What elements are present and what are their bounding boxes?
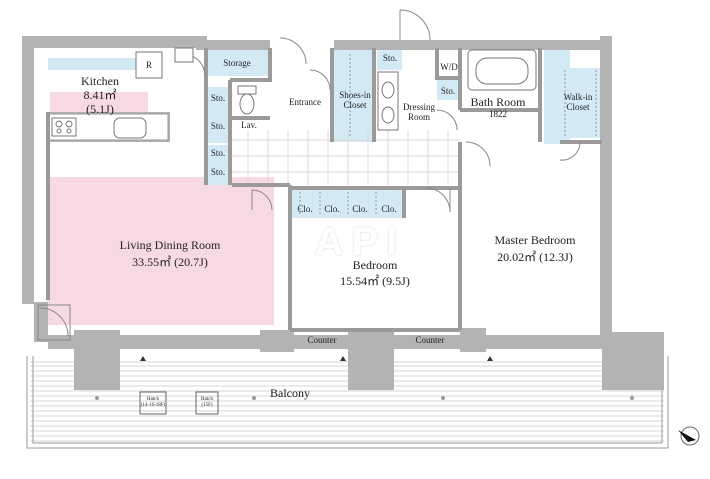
- closet-1: Clo.: [297, 204, 313, 214]
- balcony-label: Balcony: [270, 386, 310, 400]
- storage-4: Sto.: [210, 167, 226, 177]
- direction-markers: [140, 356, 493, 361]
- bedroom-name: Bedroom: [352, 258, 398, 272]
- toilet-icon: [237, 85, 257, 115]
- bedroom-area: 15.54㎡ (9.5J): [340, 274, 410, 288]
- balcony-rail: [26, 356, 669, 449]
- partitions: [46, 48, 602, 332]
- bath-name: Bath Room: [470, 95, 526, 109]
- kitchen-tatami: (5.1J): [86, 102, 114, 116]
- dressing-label: Dressing Room: [403, 102, 435, 122]
- closet-3: Clo.: [352, 204, 368, 214]
- hatch-b-floors: (15F): [201, 403, 213, 408]
- compass-icon: [678, 426, 700, 446]
- counter-2: Counter: [415, 335, 445, 345]
- entrance-tile-grid: [232, 130, 460, 185]
- bedroom-label: Bedroom 15.54㎡ (9.5J): [320, 258, 430, 288]
- bathtub-icon: [467, 49, 537, 91]
- fixture-box: [174, 47, 194, 63]
- hatch-a: [139, 391, 167, 415]
- counter-1: Counter: [307, 335, 337, 345]
- hatch-a-title: Hatch: [147, 397, 159, 402]
- closet-2: Clo.: [324, 204, 340, 214]
- storage-5: Sto.: [382, 53, 398, 63]
- kitchen-floor: [50, 92, 148, 112]
- hatch-a-floors: (14-16-18F): [140, 403, 166, 408]
- kitchen-name: Kitchen: [81, 74, 119, 88]
- shoes-closet-label: Shoes-in Closet: [339, 90, 371, 110]
- watermark: API: [314, 220, 406, 264]
- fridge-box: [135, 51, 163, 79]
- wash-basin-icon: [377, 71, 399, 131]
- kitchen-label: Kitchen 8.41㎡ (5.1J): [60, 74, 140, 116]
- master-area: 20.02㎡ (12.3J): [497, 250, 573, 264]
- storage-label: Storage: [223, 58, 251, 68]
- balcony-decking: [30, 361, 664, 442]
- bath-size: 1822: [489, 109, 507, 119]
- fridge-label: R: [145, 60, 152, 70]
- kitchen-area: 8.41㎡: [83, 88, 117, 102]
- hatch-b-title: Hatch: [201, 397, 213, 402]
- ldk-floor: [47, 177, 274, 325]
- master-label: Master Bedroom 20.02㎡ (12.3J): [475, 233, 595, 264]
- ldk-name: Living Dining Room: [119, 238, 221, 252]
- lav-label: Lav.: [241, 120, 257, 130]
- wd-label: W/D: [440, 62, 458, 72]
- storage-2: Sto.: [210, 121, 226, 131]
- storage-6: Sto.: [440, 86, 456, 96]
- balcony-drains: [95, 396, 634, 400]
- closet-rods: [299, 54, 597, 215]
- hatch-a-label: Hatch (14-16-18F): [140, 397, 166, 409]
- closet-4: Clo.: [381, 204, 397, 214]
- master-name: Master Bedroom: [494, 233, 576, 247]
- walkin-label: Walk-in Closet: [563, 92, 593, 112]
- ldk-area: 33.55㎡ (20.7J): [132, 255, 208, 269]
- hatch-b-label: Hatch (15F): [196, 397, 218, 409]
- ldk-label: Living Dining Room 33.55㎡ (20.7J): [90, 238, 250, 269]
- storage-1: Sto.: [210, 93, 226, 103]
- bath-label: Bath Room 1822: [470, 95, 526, 120]
- entrance-label: Entrance: [289, 97, 321, 107]
- hob-icon: [51, 117, 77, 137]
- hatch-b: [195, 391, 219, 415]
- sink-icon: [113, 117, 147, 139]
- closet-fills: [48, 48, 602, 218]
- storage-3: Sto.: [210, 148, 226, 158]
- ldk-floor-top: [177, 190, 274, 200]
